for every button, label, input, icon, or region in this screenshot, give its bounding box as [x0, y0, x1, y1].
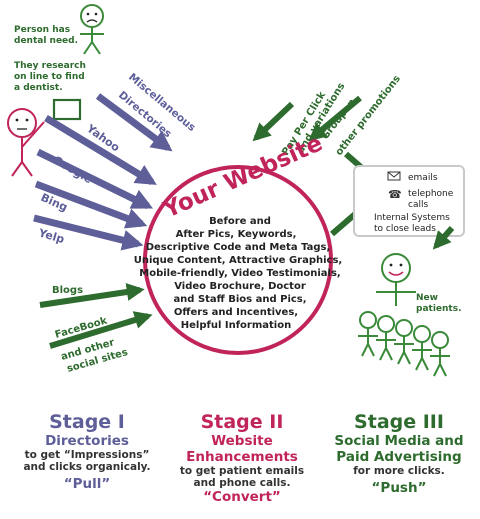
- envelope-icon: [387, 171, 401, 181]
- research-note-line2: on line to find: [14, 72, 85, 82]
- research-note-line3: a dentist.: [14, 83, 63, 93]
- stage-2-desc-1: to get patient emails: [179, 465, 305, 477]
- stage-1-desc-1: to get “Impressions”: [24, 449, 150, 461]
- contact-emails: emails: [408, 173, 438, 183]
- stage-1-title: Stage I: [49, 411, 125, 433]
- stage-3: Stage III Social Media and Paid Advertis…: [318, 411, 480, 497]
- new-patients-line2: patients.: [416, 304, 462, 314]
- feature-line-8: Offers and Incentives,: [174, 307, 298, 318]
- social-arrows: [39, 283, 153, 349]
- researching-person-figure: [7, 98, 82, 177]
- happy-person-figure: [376, 253, 416, 306]
- stage-1-quote: “Pull”: [63, 476, 111, 492]
- new-patients-line1: New: [416, 293, 438, 303]
- contact-box: [353, 165, 465, 237]
- stage-2-quote: “Convert”: [203, 489, 281, 505]
- feature-line-7: and Staff Bios and Pics,: [173, 294, 306, 305]
- stage-2-title: Stage II: [200, 411, 284, 433]
- contact-internal-2: to close leads: [374, 224, 436, 234]
- feature-line-6: Video Brochure, Doctor: [174, 281, 306, 292]
- label-yelp: Yelp: [36, 226, 66, 246]
- directory-arrows: [33, 93, 173, 251]
- stage-2-desc-2: and phone calls.: [193, 477, 291, 489]
- contact-internal-1: Internal Systems: [374, 213, 450, 223]
- patients-group: [358, 311, 450, 377]
- stage-2-subtitle-1: Website: [211, 433, 273, 449]
- feature-line-2: After Pics, Keywords,: [176, 229, 297, 240]
- research-note-line1: They research: [14, 61, 86, 71]
- arrow-to-patient: [432, 226, 455, 250]
- feature-line-1: Before and: [209, 216, 271, 227]
- stage-3-desc-1: for more clicks.: [353, 465, 445, 477]
- stage-1-desc-2: and clicks organicaly.: [23, 461, 151, 473]
- stage-2-subtitle-2: Enhancements: [186, 449, 298, 465]
- feature-line-9: Helpful Information: [181, 320, 291, 331]
- person-note-line1: Person has: [14, 25, 70, 35]
- stage-1: Stage I Directories to get “Impressions”…: [12, 411, 162, 493]
- stage-2: Stage II Website Enhancements to get pat…: [172, 411, 312, 506]
- contact-telephone: telephone: [408, 189, 454, 199]
- laptop-icon: [52, 98, 82, 121]
- website-circle: [143, 165, 333, 355]
- feature-line-5: Mobile-friendly, Video Testimonials,: [139, 268, 340, 279]
- label-blogs: Blogs: [52, 285, 83, 296]
- sad-person-figure: [80, 4, 104, 55]
- person-note-line2: dental need.: [14, 36, 78, 46]
- website-features: Before and After Pics, Keywords, Descrip…: [134, 216, 342, 331]
- stage-3-subtitle-2: Paid Advertising: [336, 449, 462, 465]
- stage-3-quote: “Push”: [371, 480, 427, 496]
- stage-3-title: Stage III: [354, 411, 444, 433]
- label-google: Google: [51, 153, 95, 186]
- feature-line-4: Unique Content, Attractive Graphics,: [134, 255, 342, 266]
- stage-1-subtitle: Directories: [45, 433, 129, 449]
- feature-line-3: Descriptive Code and Meta Tags,: [146, 242, 331, 253]
- telephone-icon: ☎: [388, 188, 402, 201]
- contact-calls: calls: [408, 200, 428, 210]
- stage-3-subtitle-1: Social Media and: [334, 433, 464, 449]
